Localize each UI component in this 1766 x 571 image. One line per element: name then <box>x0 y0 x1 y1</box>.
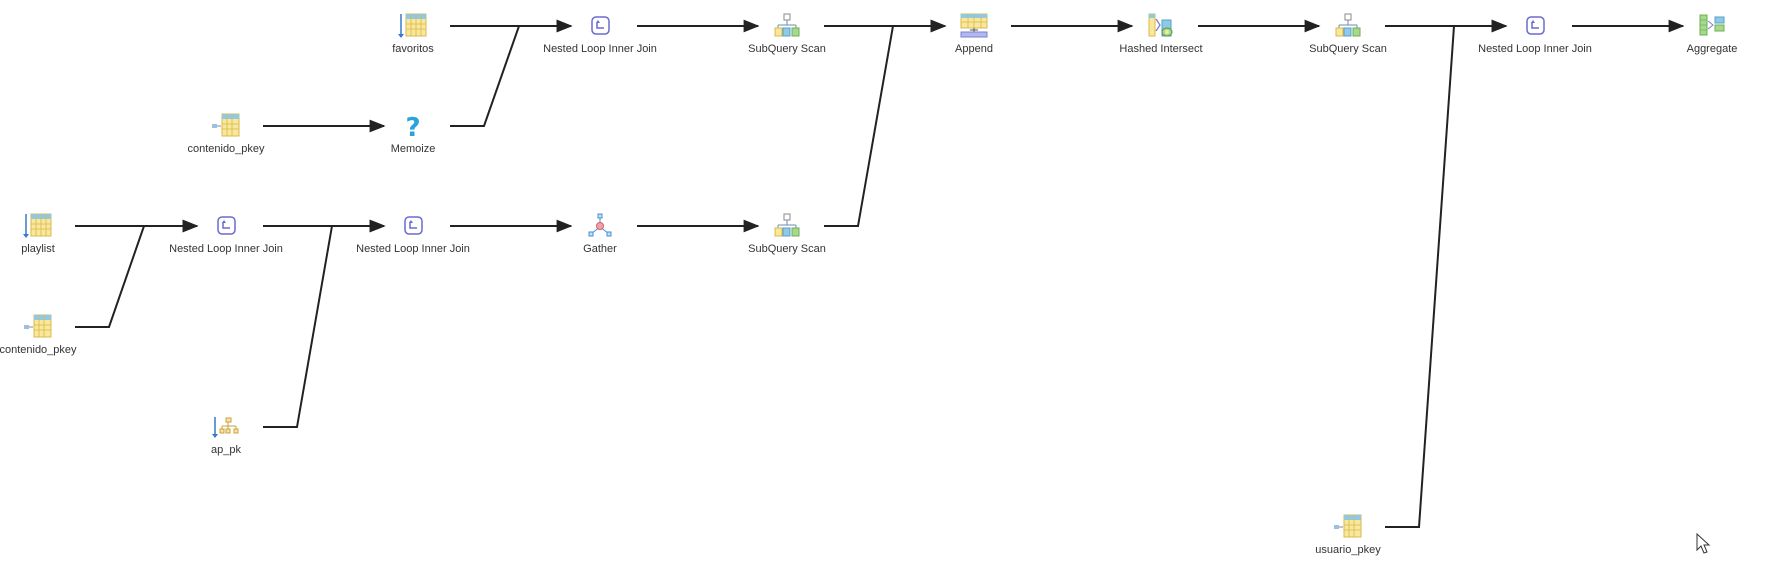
aggregate-icon <box>1699 14 1725 36</box>
node-label: Nested Loop Inner Join <box>356 243 470 255</box>
memoize-icon: ? <box>405 113 420 141</box>
nested-loop-icon <box>217 216 236 235</box>
node-nested-loop-inner-join[interactable]: Nested Loop Inner Join <box>166 211 286 256</box>
node-label: Gather <box>583 243 617 255</box>
node-label: SubQuery Scan <box>748 43 826 55</box>
nested-loop-icon <box>1526 16 1545 35</box>
node-ap-pk[interactable]: ap_pk <box>166 412 286 457</box>
node-label: Aggregate <box>1686 43 1738 55</box>
edge-ap_pk-to-nlj_2 <box>263 219 386 428</box>
mouse-cursor-icon <box>1696 533 1711 554</box>
node-append[interactable]: Append <box>914 11 1034 56</box>
node-label: Memoize <box>390 143 436 155</box>
node-nested-loop-inner-join[interactable]: Nested Loop Inner Join <box>1475 11 1595 56</box>
edge-subquery_2-to-append <box>824 19 947 227</box>
subquery-scan-icon <box>774 13 800 37</box>
node-aggregate[interactable]: Aggregate <box>1652 11 1766 56</box>
edge-memoize-to-nlj_3 <box>450 19 573 127</box>
node-label: SubQuery Scan <box>748 243 826 255</box>
node-favoritos[interactable]: favoritos <box>353 11 473 56</box>
node-subquery-scan[interactable]: SubQuery Scan <box>1288 11 1408 56</box>
node-label: contenido_pkey <box>0 344 77 356</box>
node-nested-loop-inner-join[interactable]: Nested Loop Inner Join <box>353 211 473 256</box>
edge-contenido_pkey_2-to-nlj_1 <box>75 219 199 328</box>
node-label: favoritos <box>392 43 434 55</box>
node-label: playlist <box>21 243 55 255</box>
node-memoize[interactable]: ? Memoize <box>353 111 473 156</box>
node-subquery-scan[interactable]: SubQuery Scan <box>727 211 847 256</box>
node-hashed-intersect[interactable]: Hashed Intersect <box>1101 11 1221 56</box>
node-contenido-pkey[interactable]: contenido_pkey <box>0 312 98 357</box>
bitmap-index-scan-icon <box>212 417 239 438</box>
index-scan-icon <box>212 113 240 137</box>
node-gather[interactable]: Gather <box>540 211 660 256</box>
node-label: Nested Loop Inner Join <box>169 243 283 255</box>
seq-scan-icon <box>398 13 427 38</box>
node-label: SubQuery Scan <box>1309 43 1387 55</box>
append-icon <box>960 13 988 38</box>
node-label: Nested Loop Inner Join <box>543 43 657 55</box>
seq-scan-icon <box>23 213 52 238</box>
index-scan-icon <box>1334 514 1362 538</box>
node-usuario-pkey[interactable]: usuario_pkey <box>1288 512 1408 557</box>
node-label: Append <box>955 43 993 55</box>
node-label: Hashed Intersect <box>1119 43 1203 55</box>
node-label: ap_pk <box>211 444 241 456</box>
nested-loop-icon <box>591 16 610 35</box>
subquery-scan-icon <box>774 213 800 237</box>
node-nested-loop-inner-join[interactable]: Nested Loop Inner Join <box>540 11 660 56</box>
gather-icon <box>588 213 612 237</box>
node-subquery-scan[interactable]: SubQuery Scan <box>727 11 847 56</box>
index-scan-icon <box>24 314 52 338</box>
node-contenido-pkey[interactable]: contenido_pkey <box>166 111 286 156</box>
svg-text:?: ? <box>405 113 420 141</box>
hashed-intersect-icon <box>1148 13 1173 37</box>
nested-loop-icon <box>404 216 423 235</box>
node-label: Nested Loop Inner Join <box>1478 43 1592 55</box>
subquery-scan-icon <box>1335 13 1361 37</box>
edge-usuario_pkey-to-nlj_4 <box>1385 19 1508 528</box>
node-label: usuario_pkey <box>1315 544 1381 556</box>
node-playlist[interactable]: playlist <box>0 211 98 256</box>
node-label: contenido_pkey <box>187 143 265 155</box>
